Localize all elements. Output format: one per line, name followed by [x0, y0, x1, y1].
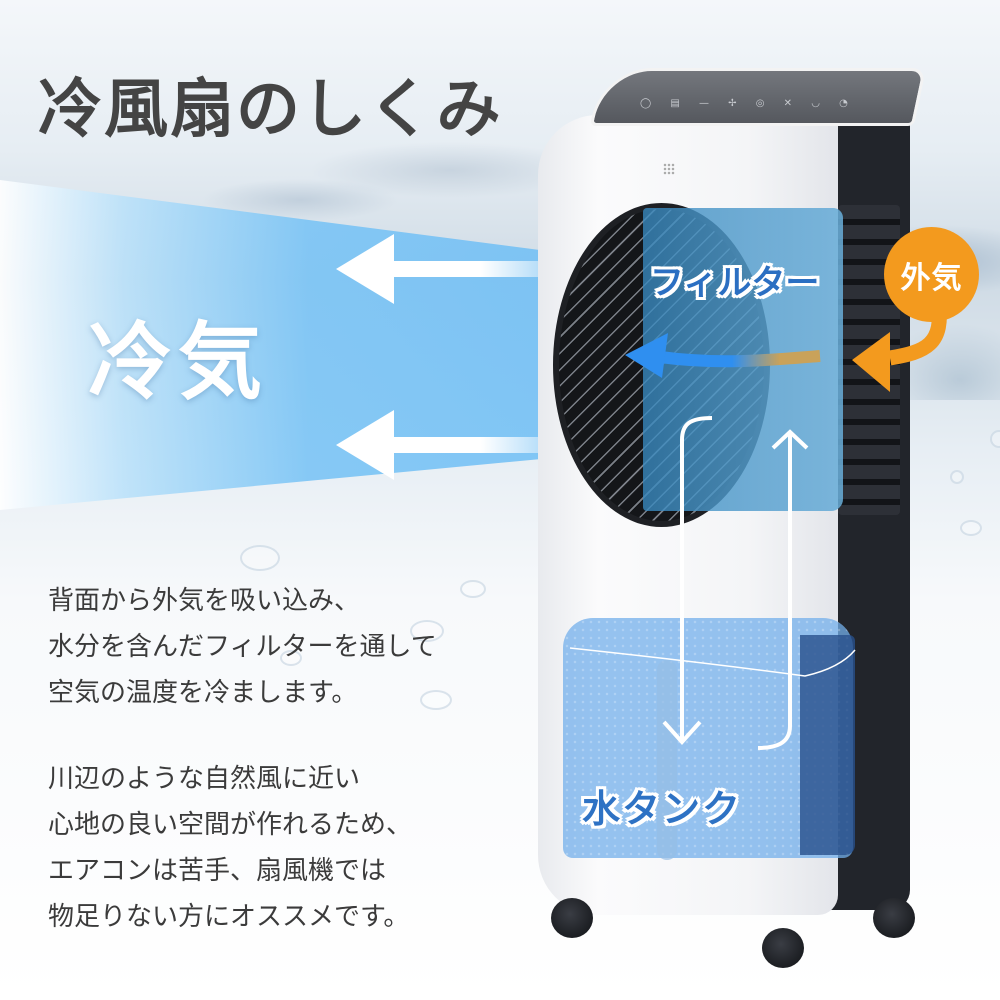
cold-air-arrow-upper [336, 234, 586, 304]
water-bubble [460, 580, 486, 598]
description-paragraph-2: 川辺のような自然風に近い 心地の良い空間が作れるため、 エアコンは苦手、扇風機で… [48, 756, 412, 940]
water-bubble [240, 545, 280, 571]
water-tank-label: 水タンク [582, 787, 743, 831]
control-panel [589, 68, 927, 126]
caster-wheel [551, 898, 593, 938]
water-bubble [960, 520, 982, 536]
water-bubble [410, 620, 444, 642]
water-bubble [950, 470, 964, 484]
page-title: 冷風扇のしくみ [38, 73, 503, 147]
cold-air-arrow-lower [336, 410, 586, 480]
sensor-dots [663, 163, 675, 175]
text-line: 物足りない方にオススメです。 [48, 902, 410, 932]
outside-air-badge: 外気 [884, 227, 979, 322]
text-line: 心地の良い空間が作れるため、 [48, 810, 413, 840]
control-panel-icons: ◯ ▤ — ✢ ◎ ✕ ◡ ◔ [640, 98, 856, 109]
cold-air-label: 冷気 [88, 313, 269, 411]
water-level-gauge [657, 660, 677, 860]
water-bubble [420, 690, 452, 710]
water-bubble [280, 650, 302, 666]
text-line: エアコンは苦手、扇風機では [48, 856, 387, 886]
filter-label: フィルター [650, 263, 820, 303]
caster-wheel [762, 928, 804, 968]
text-line: 水分を含んだフィルターを通して [48, 632, 437, 662]
text-line: 背面から外気を吸い込み、 [48, 586, 361, 616]
text-line: 空気の温度を冷まします。 [48, 678, 358, 708]
description-paragraph-1: 背面から外気を吸い込み、 水分を含んだフィルターを通して 空気の温度を冷まします… [48, 578, 437, 716]
water-tank-side [800, 635, 855, 855]
water-bubble [990, 430, 1000, 448]
caster-wheel [873, 898, 915, 938]
text-line: 川辺のような自然風に近い [48, 764, 361, 794]
